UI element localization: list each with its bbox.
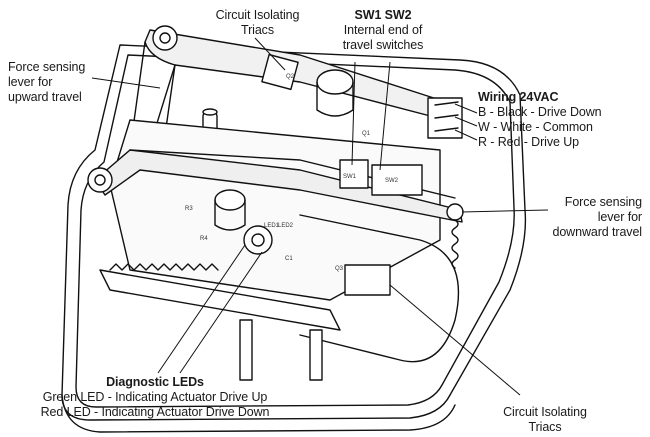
label-line: Red LED - Indicating Actuator Drive Down xyxy=(40,405,270,419)
mark-led1: LED1 xyxy=(264,223,280,229)
label-heading: SW1 SW2 xyxy=(354,8,412,22)
screw-right xyxy=(446,203,464,221)
label-line: lever for xyxy=(8,75,53,89)
mark-c1: C1 xyxy=(285,256,293,262)
label-wiring: Wiring 24VAC B - Black - Drive Down W - … xyxy=(478,90,602,150)
motor-cylinder-top xyxy=(316,69,354,95)
label-line: Green LED - Indicating Actuator Drive Up xyxy=(42,390,268,404)
label-line: upward travel xyxy=(8,90,82,104)
screw-top-left xyxy=(152,25,178,51)
label-line: Triacs xyxy=(241,23,274,37)
label-line: R - Red - Drive Up xyxy=(478,135,579,149)
label-line: B - Black - Drive Down xyxy=(478,105,602,119)
lever-downward xyxy=(94,149,463,223)
label-line: lever for xyxy=(597,210,642,224)
mark-r4: R4 xyxy=(200,236,208,242)
mark-q3: Q3 xyxy=(335,266,344,272)
label-triacs-top: Circuit Isolating Triacs xyxy=(190,8,325,38)
label-line: Circuit Isolating xyxy=(503,405,587,419)
capacitor xyxy=(214,189,246,211)
label-line: Force sensing xyxy=(8,60,86,74)
led-cluster xyxy=(243,225,273,255)
gear xyxy=(99,269,341,331)
mark-led2: LED2 xyxy=(278,223,294,229)
label-line: Triacs xyxy=(528,420,562,434)
housing-outline xyxy=(61,44,527,421)
label-heading: Diagnostic LEDs xyxy=(106,375,204,389)
spring xyxy=(451,219,459,269)
triac-top xyxy=(261,53,299,91)
mark-sw2: SW2 xyxy=(385,178,399,184)
label-line: travel switches xyxy=(342,38,424,52)
mark-q1: Q1 xyxy=(362,131,371,137)
label-diagnostic-leds: Diagnostic LEDs Green LED - Indicating A… xyxy=(20,375,290,420)
label-line: Internal end of xyxy=(343,23,423,37)
switch-sw2 xyxy=(371,164,423,196)
mark-q2: Q2 xyxy=(286,74,295,80)
label-heading: Wiring 24VAC xyxy=(478,90,559,104)
label-end-of-travel-switches: SW1 SW2 Internal end of travel switches xyxy=(318,8,448,53)
label-line: Circuit Isolating xyxy=(215,8,300,22)
label-triacs-bottom: Circuit Isolating Triacs xyxy=(470,405,620,435)
mark-sw1: SW1 xyxy=(343,174,357,180)
label-line: downward travel xyxy=(552,225,642,239)
switch-sw1 xyxy=(339,159,369,189)
label-line: Force sensing xyxy=(564,195,642,209)
screw-left xyxy=(87,167,113,193)
base-rim xyxy=(61,394,456,433)
label-line: W - White - Common xyxy=(478,120,593,134)
label-force-sensing-upward: Force sensing lever for upward travel xyxy=(8,60,85,105)
mark-r3: R3 xyxy=(185,206,193,212)
label-force-sensing-downward: Force sensing lever for downward travel xyxy=(520,195,642,240)
drive-belt xyxy=(299,214,460,363)
triac-bottom xyxy=(344,264,391,296)
housing-inner-rim xyxy=(75,54,515,408)
